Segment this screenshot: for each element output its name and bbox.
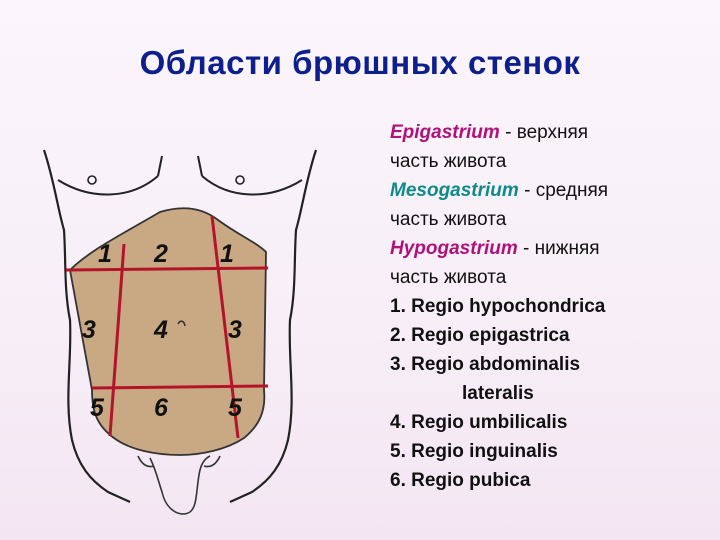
legend: Epigastrium - верхняя часть живота Mesog…: [390, 118, 715, 495]
region-2: 2: [153, 240, 168, 268]
region-1-left: 1: [98, 240, 112, 268]
region-3-right: 3: [228, 316, 242, 344]
legend-item-2: 2. Regio epigastrica: [390, 325, 570, 346]
genital-outline: [149, 455, 211, 515]
torso-outline: [42, 149, 318, 504]
desc-epigastrium: - верхняя: [499, 122, 589, 143]
term-epigastrium: Epigastrium: [390, 122, 500, 143]
term-mesogastrium: Mesogastrium: [390, 180, 519, 201]
legend-epigastrium: Epigastrium - верхняя: [390, 118, 715, 147]
region-6: 6: [154, 394, 169, 422]
legend-mesogastrium: Mesogastrium - средняя: [390, 176, 715, 205]
chest-outline: [57, 155, 303, 196]
region-3-left: 3: [82, 316, 96, 344]
legend-item-6: 6. Regio pubica: [390, 470, 531, 491]
navel: [177, 320, 186, 327]
legend-hypogastrium: Hypogastrium - нижняя: [390, 234, 715, 263]
legend-item-3: 3. Regio abdominalis: [390, 354, 581, 375]
legend-item-3-cont: lateralis: [462, 383, 534, 404]
region-4: 4: [153, 316, 168, 344]
term-hypogastrium: Hypogastrium: [390, 238, 518, 259]
right-vertical-line: [210, 215, 240, 439]
left-nipple: [87, 175, 97, 185]
legend-item-1: 1. Regio hypochondrica: [390, 296, 606, 317]
lower-horizontal-line: [91, 384, 269, 390]
region-5-left: 5: [90, 394, 105, 422]
legend-item-4: 4. Regio umbilicalis: [390, 412, 568, 433]
desc-mesogastrium-2: часть живота: [390, 209, 507, 230]
page-title: Области брюшных стенок: [139, 44, 581, 81]
region-5-right: 5: [228, 394, 243, 422]
right-nipple: [235, 175, 245, 185]
legend-item-5: 5. Regio inguinalis: [390, 441, 558, 462]
upper-horizontal-line: [65, 266, 269, 272]
left-vertical-line: [108, 243, 126, 437]
abdomen-diagram: 1 2 1 3 4 3 5 6 5: [42, 149, 318, 515]
desc-mesogastrium: - средняя: [518, 180, 609, 201]
desc-epigastrium-2: часть живота: [390, 151, 507, 172]
region-1-right: 1: [220, 240, 234, 268]
pubic-outline: [137, 455, 221, 468]
desc-hypogastrium: - нижняя: [517, 238, 600, 259]
desc-hypogastrium-2: часть живота: [390, 267, 507, 288]
